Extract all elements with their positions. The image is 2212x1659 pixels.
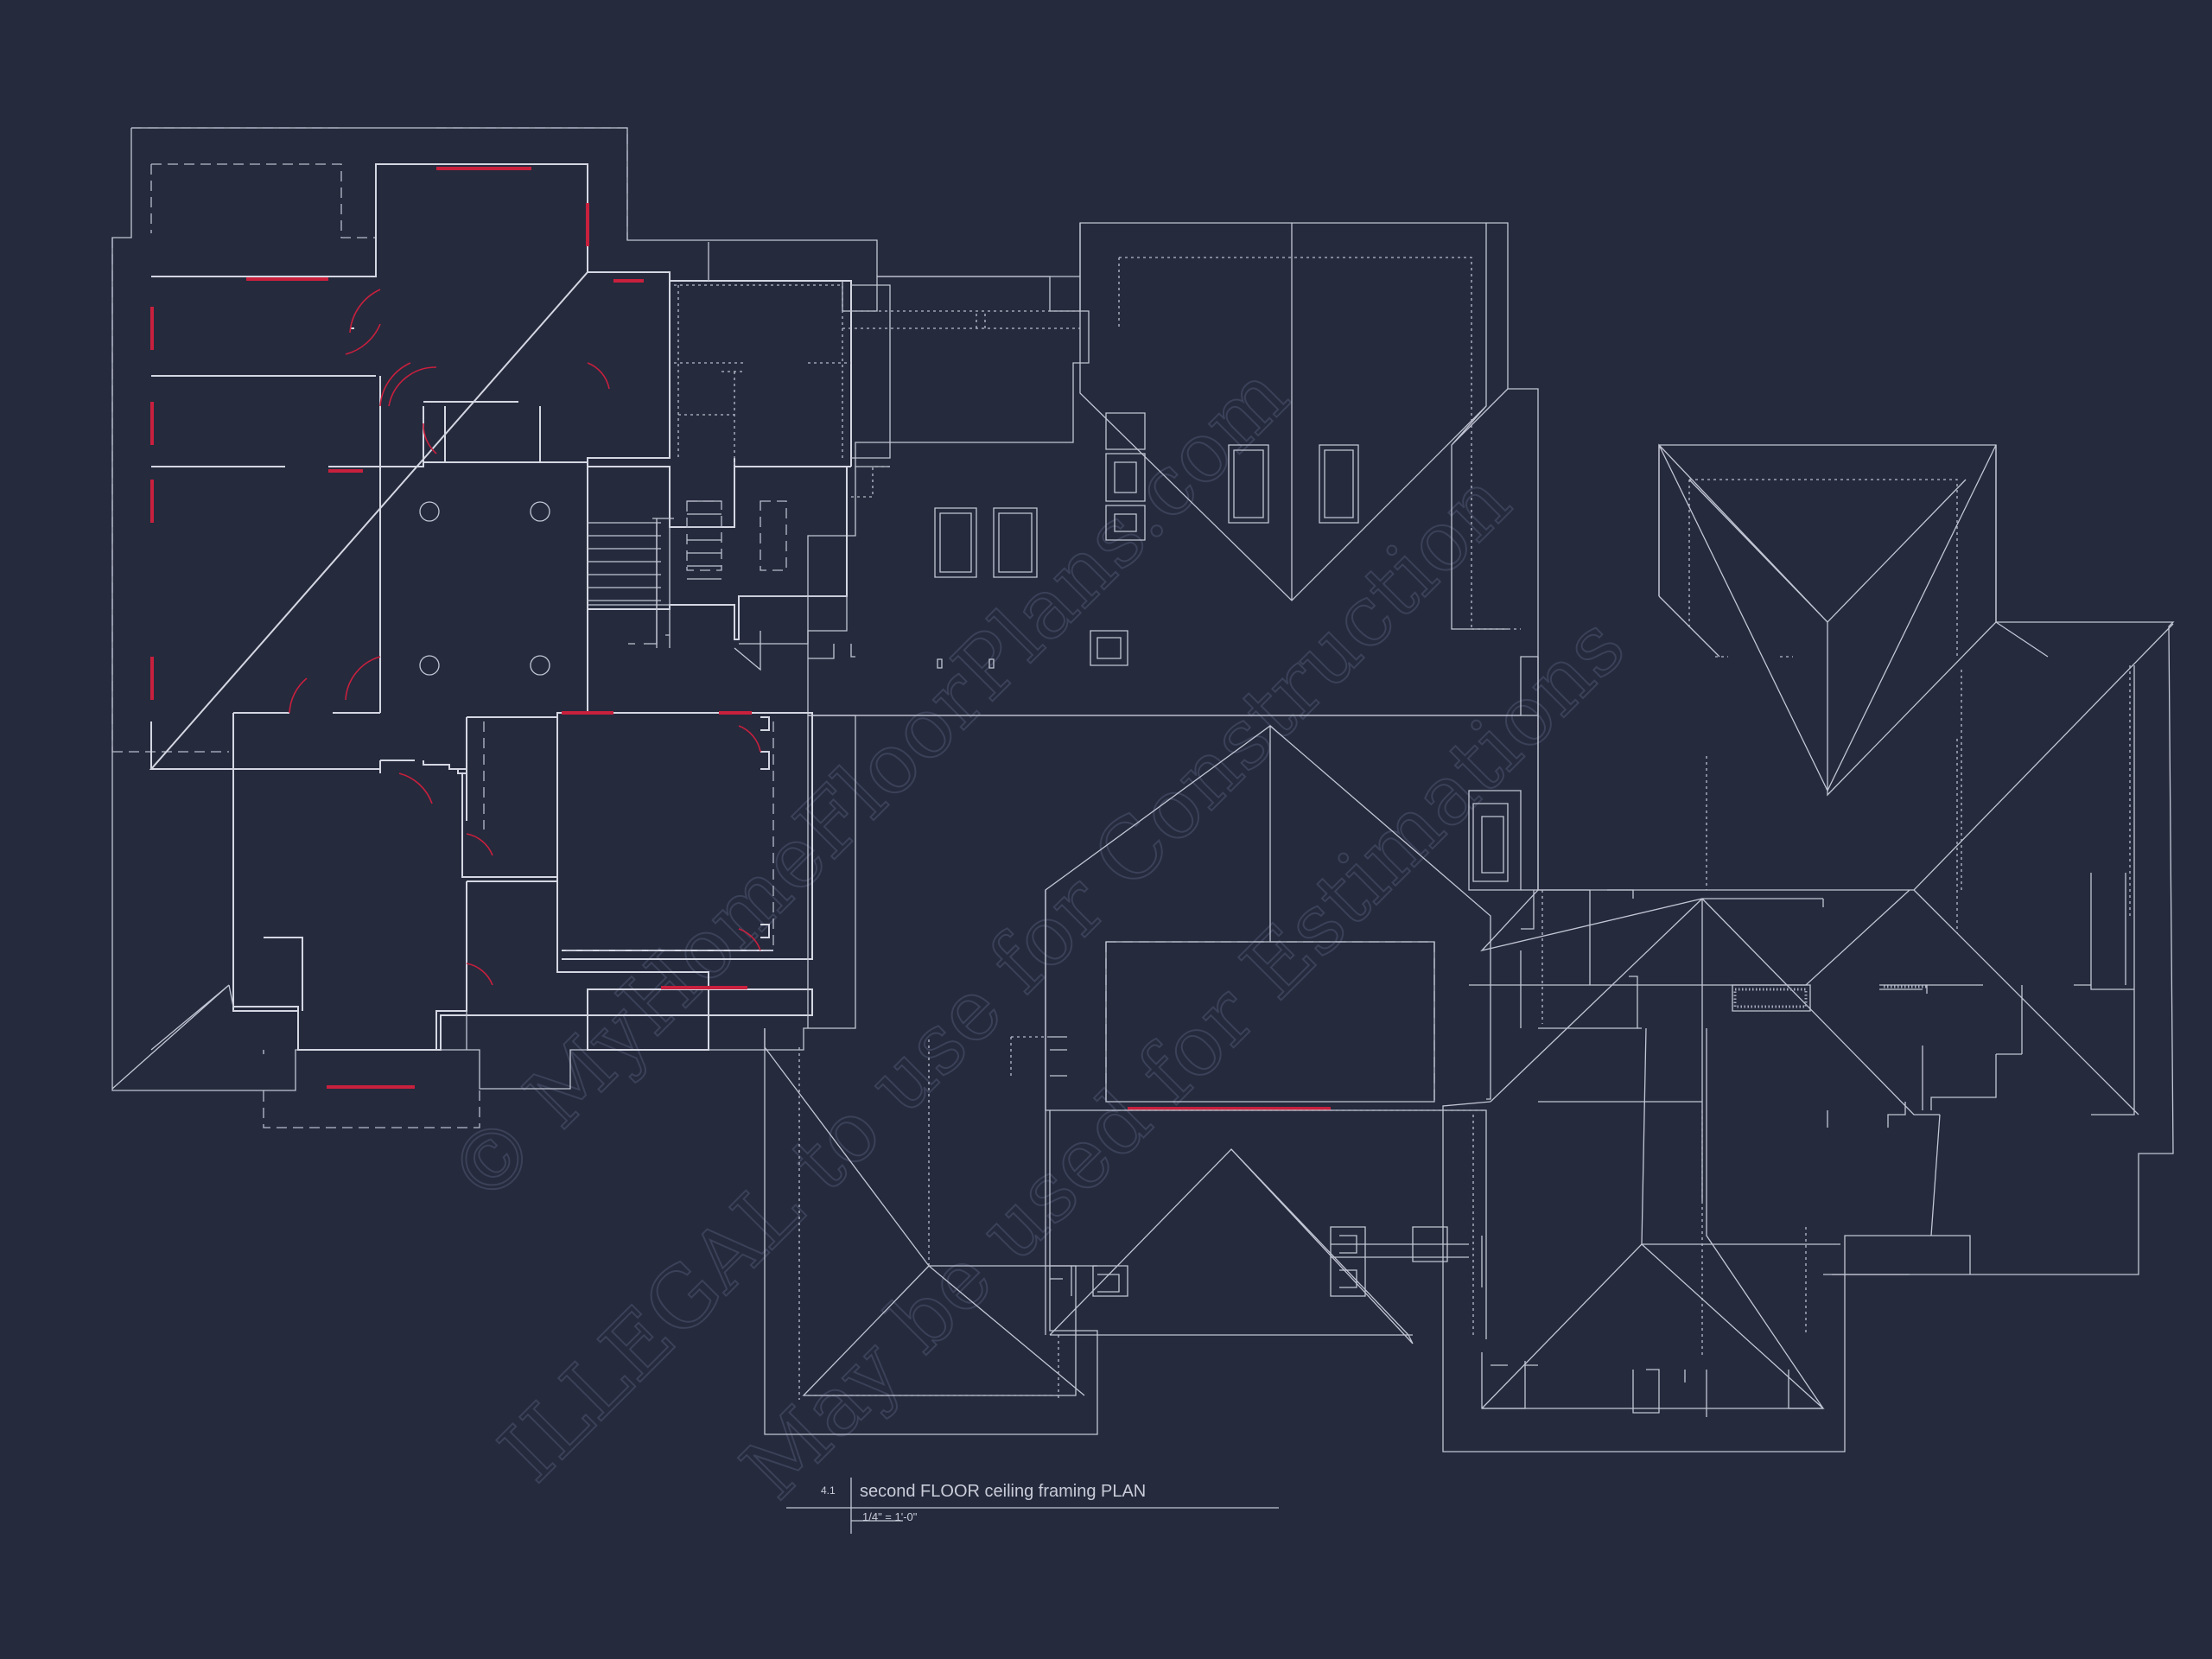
- east-right-stubs: [1827, 1102, 1906, 1128]
- west-wing-walls: [149, 163, 813, 1051]
- central-attic-access: [851, 284, 891, 467]
- south-roof-trim: [1331, 1236, 1483, 1287]
- east-north-stubs: [2074, 873, 2134, 990]
- south-bath-dashed: [483, 721, 774, 951]
- closet-dashed: [760, 500, 787, 571]
- drawing-scale: 1/4" = 1'-0": [862, 1510, 918, 1523]
- wall-stubs-south: [1050, 1036, 1097, 1296]
- title-block: [786, 1478, 1279, 1534]
- chimney-flues: [1090, 412, 1146, 666]
- stair-treads: [588, 522, 670, 609]
- west-eave-dashed-top: [131, 127, 628, 240]
- closet-walls: [449, 716, 558, 1007]
- south-left-dotted: [798, 1036, 1059, 1400]
- east-north-hip-diag: [1658, 443, 1997, 797]
- stair-rail-end: [628, 609, 658, 645]
- upper-stair-dashed: [686, 500, 722, 571]
- east-fireplace-box: [1732, 984, 1811, 1012]
- skylights-center: [934, 507, 1038, 578]
- south-main-hip: [1045, 726, 1271, 1335]
- south-roof: [764, 715, 1522, 1435]
- skylights-gable: [1228, 444, 1359, 524]
- east-hips-tie: [1538, 976, 1642, 1029]
- north-service-thin: [708, 242, 878, 312]
- east-south-stubs: [1481, 1352, 1823, 1417]
- south-right-hip: [1049, 1109, 1487, 1344]
- east-wing-walls: [1534, 889, 1824, 985]
- east-fireplace-hatch: [1733, 988, 1808, 1008]
- central-dots: [808, 644, 995, 669]
- east-south-hip: [1480, 889, 1940, 1201]
- stair-rail: [652, 518, 674, 648]
- interior-partitions: [151, 327, 588, 760]
- doors: [289, 289, 761, 986]
- title-underline: [786, 1478, 1279, 1534]
- west-wing: [111, 127, 1331, 1128]
- west-inner-dashed: [150, 163, 377, 238]
- east-south-outline: [1442, 1101, 1971, 1452]
- east-stair-door: [734, 631, 761, 671]
- closet-stub-walls: [760, 716, 770, 938]
- central-roof: [808, 222, 1539, 716]
- east-wall-runs: [1879, 984, 2023, 1110]
- detail-reference: 4.1: [821, 1484, 836, 1497]
- ceiling-box: [1105, 941, 1435, 1103]
- north-service-dotted: [674, 284, 851, 467]
- stair-upper-treads: [687, 500, 721, 580]
- central-hall-walls: [233, 760, 467, 821]
- east-main-dotted: [1706, 665, 2131, 933]
- south-bedroom-walls: [232, 769, 558, 1051]
- south-right-dotted: [1106, 1109, 1486, 1335]
- east-main-roof: [1469, 623, 2174, 1116]
- north-gable: [1079, 223, 1487, 601]
- west-eave-dashed-left: [111, 238, 229, 753]
- east-south-hips: [1481, 1027, 1840, 1409]
- south-roof-boxes: [1092, 1226, 1448, 1297]
- bay-window-outline: [111, 984, 467, 1090]
- east-dotted-lines: [1541, 890, 1807, 1357]
- stair-nook: [739, 595, 848, 645]
- columns: [419, 501, 550, 676]
- windows: [150, 167, 1331, 1110]
- east-north-hip: [1658, 444, 2175, 1275]
- drawing-title: second FLOOR ceiling framing PLAN: [860, 1482, 1147, 1501]
- central-purlins: [842, 310, 1080, 498]
- west-eave-dashed-bottom: [263, 1090, 480, 1128]
- east-north-inner: [1688, 479, 1958, 658]
- east-wing-roof: [1442, 443, 2175, 1452]
- gable-eaves-right: [1451, 388, 1509, 630]
- north-service-walls: [669, 272, 852, 467]
